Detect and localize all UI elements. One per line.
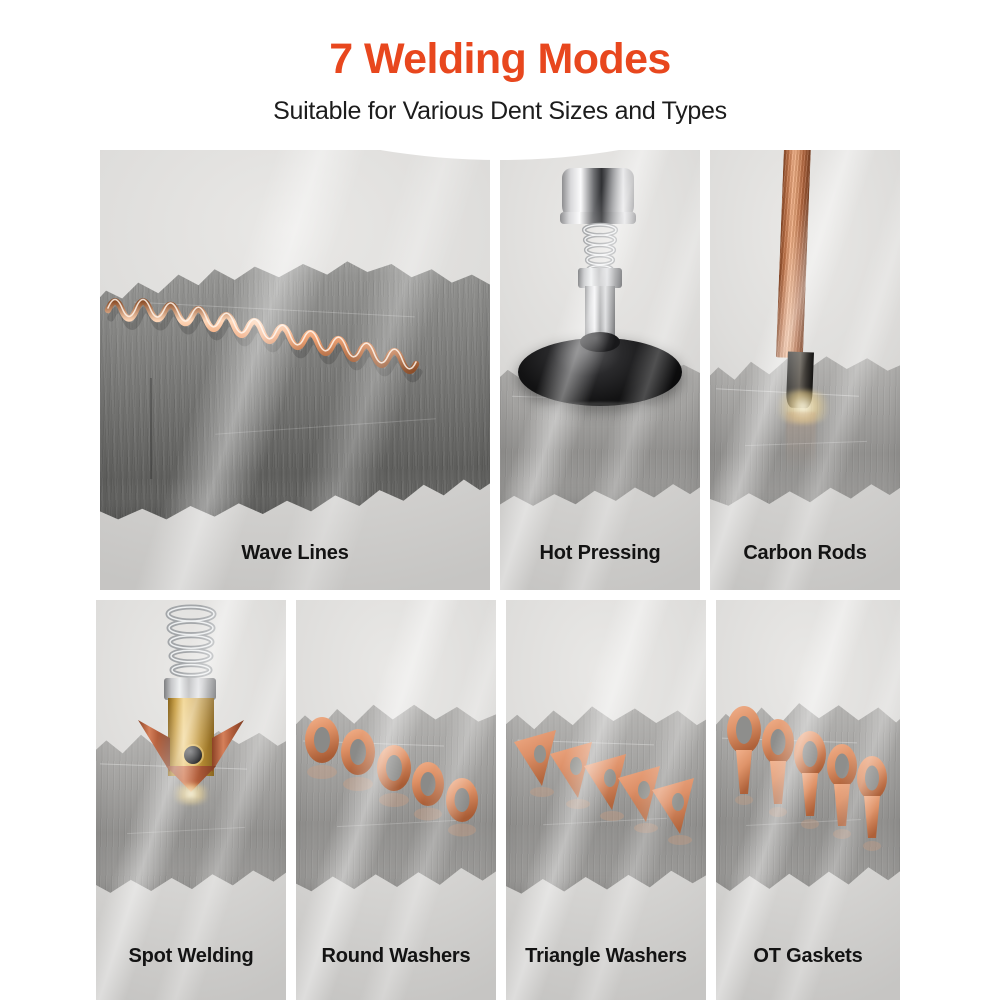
panel-hot-pressing[interactable]: Hot Pressing xyxy=(500,150,700,590)
panel-round-washers[interactable]: Round Washers xyxy=(296,600,496,1000)
panel-carbon-rods[interactable]: Carbon Rods xyxy=(710,150,900,590)
panel-label-round-washers: Round Washers xyxy=(321,945,471,967)
panel-label-ot-gaskets: OT Gaskets xyxy=(753,945,863,967)
copper-wave-wire xyxy=(104,298,423,383)
page-title: 7 Welding Modes xyxy=(329,35,671,83)
steel-plate-wave xyxy=(100,261,490,520)
panel-triangle-washers[interactable]: Triangle Washers xyxy=(506,600,706,1000)
copper-round-washers xyxy=(305,717,478,837)
spring-coil xyxy=(165,604,217,678)
panel-spot-welding[interactable]: Spot Welding xyxy=(96,600,286,1000)
panel-label-spot-welding: Spot Welding xyxy=(128,945,254,967)
chrome-knob-collar xyxy=(560,212,636,224)
page-subtitle: Suitable for Various Dent Sizes and Type… xyxy=(273,96,727,125)
disc-hub xyxy=(580,332,620,352)
brass-set-screw xyxy=(184,746,202,764)
header: 7 Welding Modes Suitable for Various Den… xyxy=(0,0,1000,150)
spring-coil xyxy=(581,222,619,277)
panel-label-hot-pressing: Hot Pressing xyxy=(539,542,661,564)
hex-nut xyxy=(164,678,216,700)
panel-label-carbon-rods: Carbon Rods xyxy=(743,542,867,564)
panel-ot-gaskets[interactable]: OT Gaskets xyxy=(716,600,900,1000)
copper-ot-gaskets xyxy=(727,706,887,851)
chrome-knob xyxy=(562,168,634,220)
copper-triangle-washers xyxy=(514,730,694,845)
panel-wave-lines[interactable]: Wave Lines xyxy=(100,150,490,590)
carbon-tip xyxy=(785,351,814,409)
panel-label-triangle-washers: Triangle Washers xyxy=(525,945,687,967)
panel-label-wave-lines: Wave Lines xyxy=(241,542,349,564)
copper-cone-tip xyxy=(138,720,244,792)
hex-nut xyxy=(578,268,622,288)
